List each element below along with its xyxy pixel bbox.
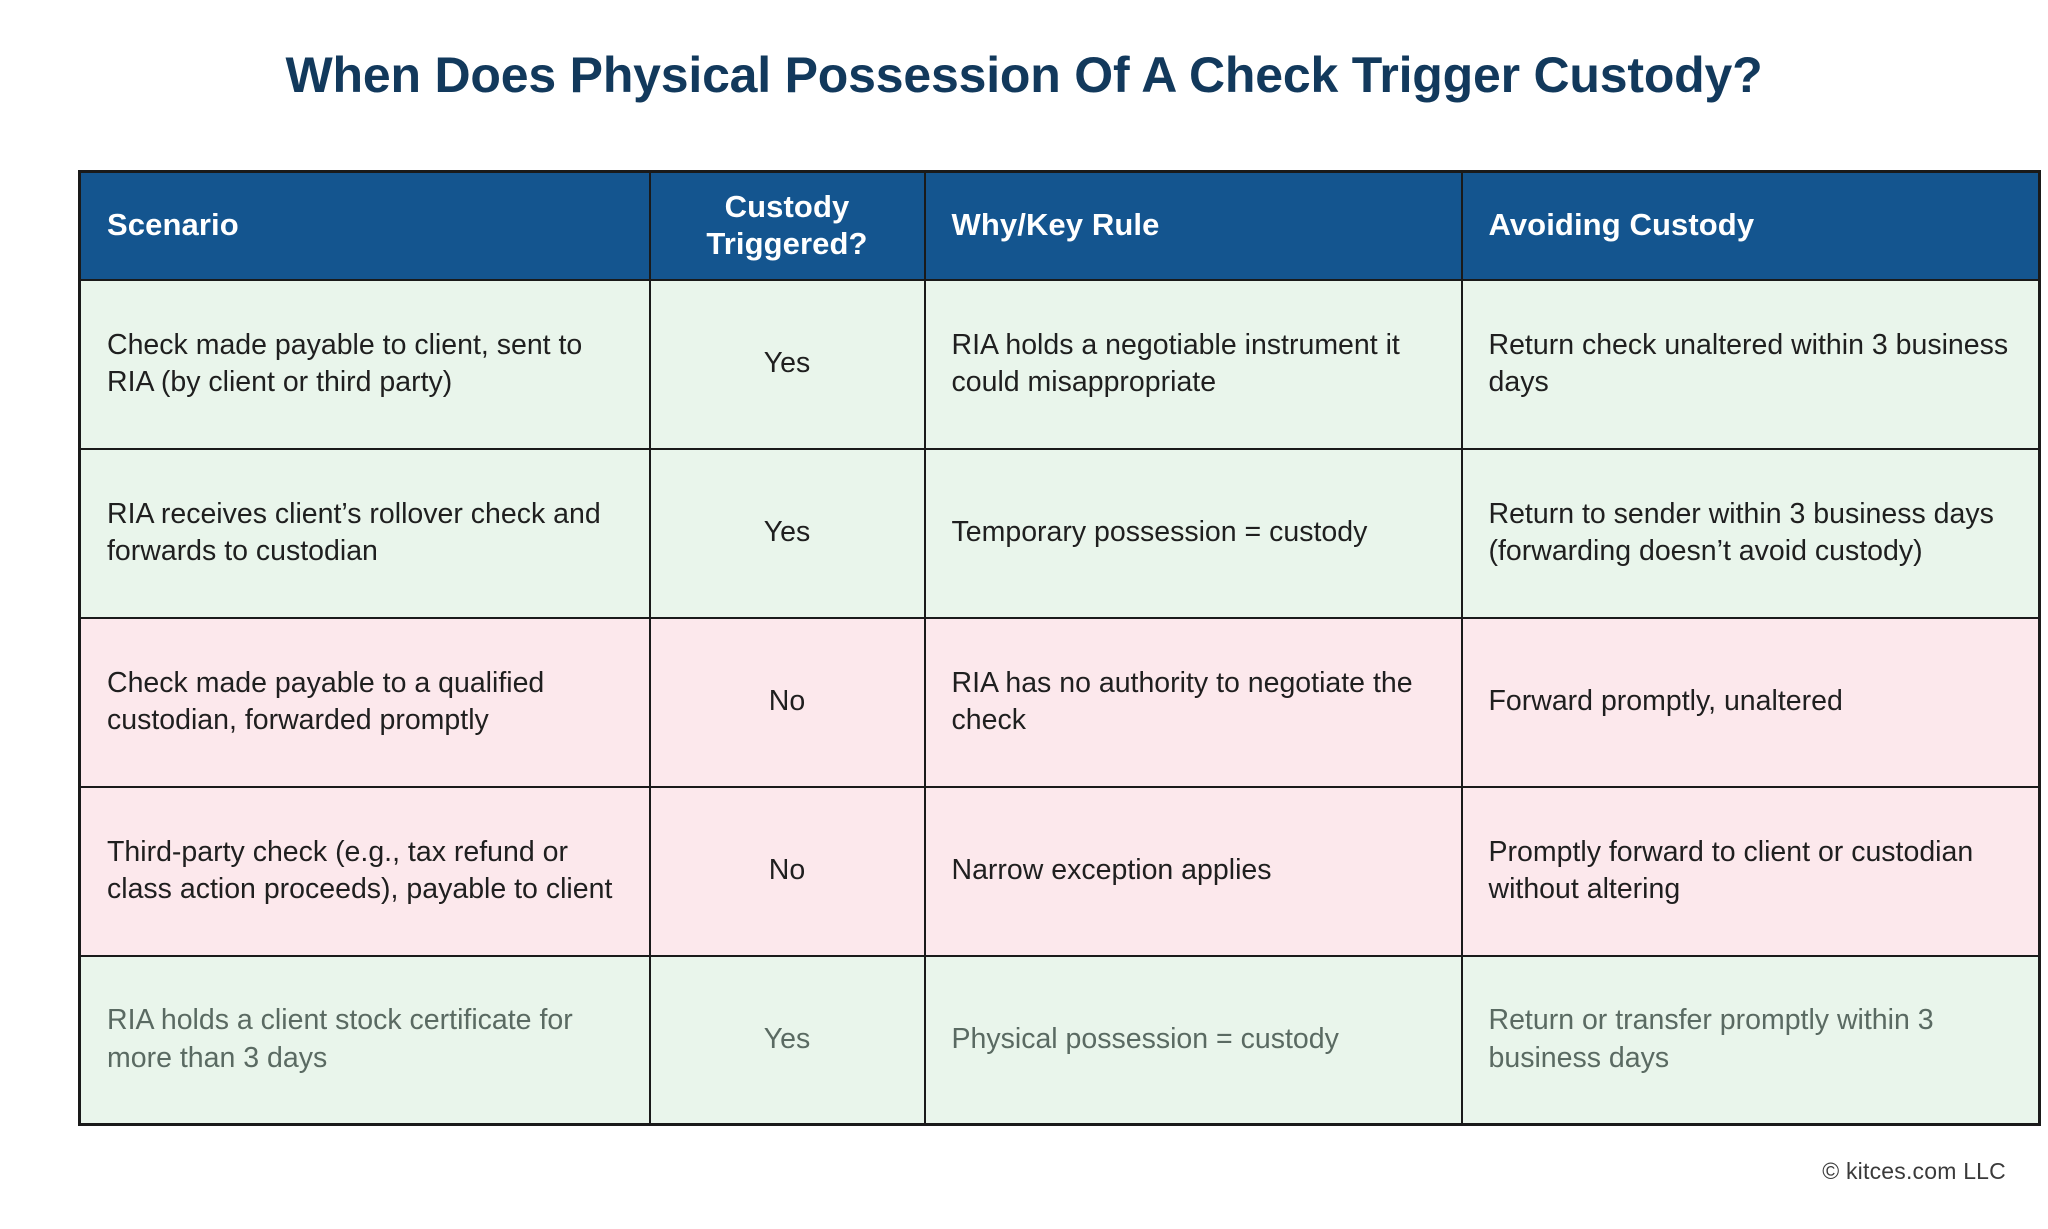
page-title: When Does Physical Possession Of A Check… (285, 47, 1763, 103)
cell-scenario: Third-party check (e.g., tax refund or c… (78, 785, 651, 957)
cell-custody-triggered: Yes (648, 278, 926, 450)
column-header-why-key-rule: Why/Key Rule (923, 170, 1463, 281)
cell-avoiding-custody: Return or transfer promptly within 3 bus… (1460, 954, 2041, 1126)
custody-matrix-wrapper: Scenario Custody Triggered? Why/Key Rule… (78, 170, 2043, 1126)
custody-matrix-table: Scenario Custody Triggered? Why/Key Rule… (78, 170, 2041, 1126)
cell-scenario: Check made payable to a qualified custod… (78, 616, 651, 788)
cell-why-key-rule: Physical possession = custody (923, 954, 1463, 1126)
cell-custody-triggered: Yes (648, 954, 926, 1126)
table-row: RIA holds a client stock certificate for… (78, 954, 2041, 1126)
table-row: Third-party check (e.g., tax refund or c… (78, 785, 2041, 957)
column-header-custody-triggered-line2: Triggered? (706, 225, 868, 261)
cell-why-key-rule: Temporary possession = custody (923, 447, 1463, 619)
cell-custody-triggered: Yes (648, 447, 926, 619)
table-row: Check made payable to client, sent to RI… (78, 278, 2041, 450)
cell-scenario: Check made payable to client, sent to RI… (78, 278, 651, 450)
table-row: RIA receives client’s rollover check and… (78, 447, 2041, 619)
table-body: Check made payable to client, sent to RI… (78, 278, 2041, 1126)
copyright-footer: © kitces.com LLC (1822, 1158, 2006, 1184)
cell-why-key-rule: RIA holds a negotiable instrument it cou… (923, 278, 1463, 450)
table-row: Check made payable to a qualified custod… (78, 616, 2041, 788)
cell-custody-triggered: No (648, 785, 926, 957)
cell-scenario: RIA holds a client stock certificate for… (78, 954, 651, 1126)
column-header-scenario: Scenario (78, 170, 651, 281)
cell-why-key-rule: Narrow exception applies (923, 785, 1463, 957)
cell-avoiding-custody: Forward promptly, unaltered (1460, 616, 2041, 788)
table-header: Scenario Custody Triggered? Why/Key Rule… (78, 170, 2041, 281)
cell-avoiding-custody: Return check unaltered within 3 business… (1460, 278, 2041, 450)
column-header-custody-triggered: Custody Triggered? (648, 170, 926, 281)
cell-custody-triggered: No (648, 616, 926, 788)
cell-avoiding-custody: Return to sender within 3 business days … (1460, 447, 2041, 619)
column-header-avoiding-custody: Avoiding Custody (1460, 170, 2041, 281)
column-header-custody-triggered-line1: Custody (724, 189, 850, 225)
cell-scenario: RIA receives client’s rollover check and… (78, 447, 651, 619)
table-header-row: Scenario Custody Triggered? Why/Key Rule… (78, 170, 2041, 281)
cell-why-key-rule: RIA has no authority to negotiate the ch… (923, 616, 1463, 788)
cell-avoiding-custody: Promptly forward to client or custodian … (1460, 785, 2041, 957)
